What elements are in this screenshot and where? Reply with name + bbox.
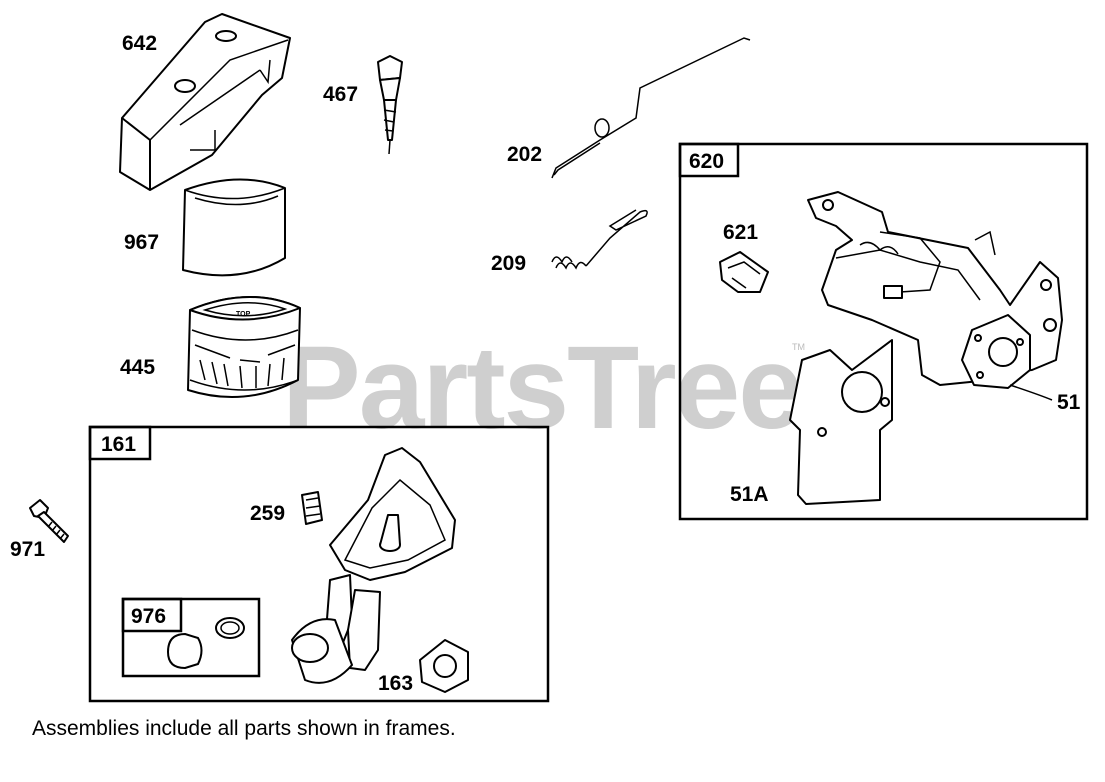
watermark-trademark: TM: [792, 342, 805, 352]
part-971-bolt[interactable]: [29, 499, 69, 543]
label-202: 202: [507, 143, 542, 166]
part-161-air-cleaner-base[interactable]: [291, 447, 456, 684]
label-51: 51: [1057, 391, 1081, 414]
label-51a: 51A: [730, 483, 769, 506]
part-163-gasket[interactable]: [419, 639, 469, 693]
part-259-fitting[interactable]: [301, 491, 323, 525]
frame-620-control-bracket-assembly[interactable]: 620: [678, 142, 1089, 521]
label-259: 259: [250, 502, 285, 525]
part-642-air-cleaner-cover[interactable]: [119, 13, 291, 191]
frame-161-tag: 161: [101, 433, 136, 456]
part-967-pre-cleaner[interactable]: [182, 178, 286, 277]
part-621-clip[interactable]: [719, 251, 769, 293]
label-209: 209: [491, 252, 526, 275]
part-51-gasket[interactable]: [961, 314, 1053, 401]
frame-976-tag: 976: [131, 605, 166, 628]
part-202-governor-link[interactable]: [551, 37, 751, 179]
frame-620-tag: 620: [689, 150, 724, 173]
frame-976-breather-assembly[interactable]: 976: [121, 597, 261, 678]
label-971: 971: [10, 538, 45, 561]
watermark-text: PartsTree: [282, 322, 802, 454]
part-51a-plate[interactable]: [789, 339, 893, 505]
label-467: 467: [323, 83, 358, 106]
label-642: 642: [122, 32, 157, 55]
label-445: 445: [120, 356, 155, 379]
label-967: 967: [124, 231, 159, 254]
label-163: 163: [378, 672, 413, 695]
filter-top-marking: TOP: [236, 311, 251, 318]
assemblies-note: Assemblies include all parts shown in fr…: [32, 717, 456, 740]
part-445-air-filter[interactable]: TOP: [187, 296, 301, 399]
label-621: 621: [723, 221, 758, 244]
part-209-governor-spring[interactable]: [551, 209, 648, 270]
part-467-dipstick[interactable]: [377, 55, 403, 155]
part-976-breather-tube[interactable]: [167, 617, 245, 669]
frame-161-air-cleaner-base-assembly[interactable]: 161: [88, 425, 550, 703]
